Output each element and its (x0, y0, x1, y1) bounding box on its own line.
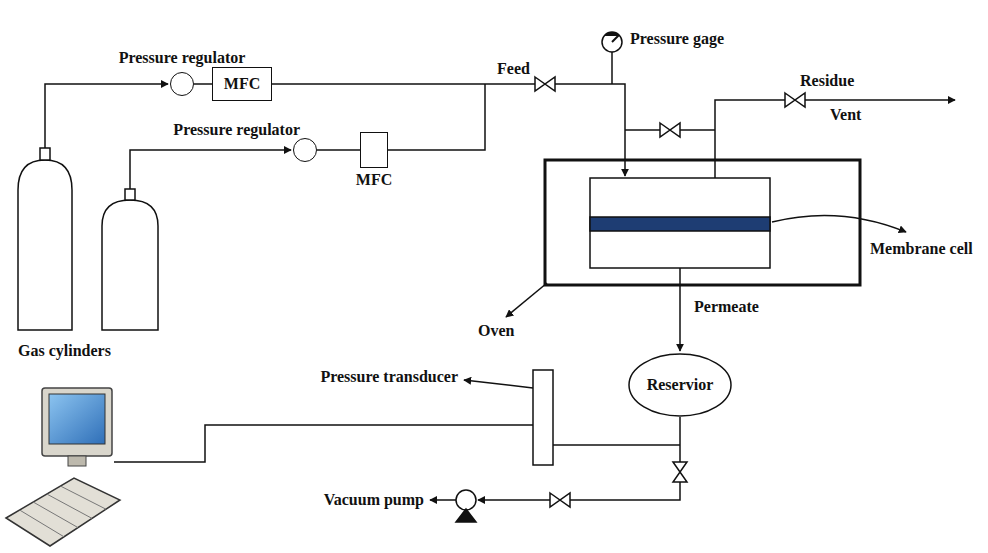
key-row (60, 486, 106, 509)
monitor-stand (68, 456, 86, 466)
computer-icon (6, 388, 120, 546)
mass-flow-controller: MFC (212, 67, 272, 101)
valve-symbol (535, 77, 555, 91)
residue-line (715, 100, 955, 178)
stream-label: Vent (830, 106, 861, 124)
permeate-line (679, 268, 681, 351)
part-label: Oven (478, 322, 514, 340)
part-label: Gas cylinders (18, 342, 111, 360)
reservoir: Reservior (628, 353, 732, 417)
monitor (42, 388, 112, 456)
part-label: Pressure transducer (320, 368, 458, 386)
outlet-line (478, 417, 680, 500)
pump-base (456, 509, 476, 522)
stream-label: Feed (497, 60, 530, 78)
membrane-cell (590, 178, 770, 268)
node-label: Pressure regulator (119, 49, 246, 67)
reservoir-outline (629, 354, 731, 416)
cylinder-valve (125, 189, 135, 200)
node-label: Pressure regulator (173, 121, 300, 139)
pressure-regulator: Pressure regulator (170, 72, 194, 96)
node-label: MFC (224, 75, 260, 93)
transducer-line (553, 444, 680, 446)
vacuum-pump (456, 490, 476, 510)
membrane (590, 217, 770, 231)
gage-top (604, 32, 620, 36)
gage-stem (611, 52, 613, 84)
instrument-label: Pressure gage (630, 30, 724, 48)
key-row (47, 494, 92, 518)
oven-housing (545, 160, 860, 285)
part-label: Membrane cell (870, 240, 973, 258)
gas-cylinder (102, 200, 158, 330)
supply-line (45, 84, 168, 148)
signal-wire (114, 425, 533, 462)
valve-symbol (673, 462, 687, 482)
cylinder-valve (40, 148, 50, 160)
node-label: Reservior (647, 376, 714, 394)
feed-line (388, 84, 485, 150)
keyboard (6, 478, 120, 546)
valve-symbol (550, 493, 570, 507)
node-label: MFC (356, 171, 392, 189)
gas-line (317, 149, 360, 151)
feed-line (272, 84, 625, 176)
key-row (33, 502, 78, 528)
keyboard-keys (20, 486, 106, 537)
stream-label: Permeate (694, 298, 759, 316)
gas-cylinder (18, 160, 72, 330)
mass-flow-controller: MFC (360, 132, 388, 168)
leader-line (772, 215, 906, 232)
gage-needle (612, 35, 619, 42)
pressure-transducer (533, 370, 553, 465)
leader-line (464, 380, 533, 388)
valve-symbol (660, 123, 680, 137)
valve-symbol (785, 93, 805, 107)
gas-line (194, 83, 212, 85)
exhaust-arrow (430, 499, 456, 501)
leader-line (506, 283, 547, 317)
key-row (20, 510, 64, 537)
screen (49, 394, 105, 444)
stream-label: Residue (800, 72, 854, 90)
supply-line (130, 150, 291, 189)
pressure-gage (602, 32, 622, 52)
part-label: Vacuum pump (324, 491, 424, 509)
pressure-regulator: Pressure regulator (293, 138, 317, 162)
